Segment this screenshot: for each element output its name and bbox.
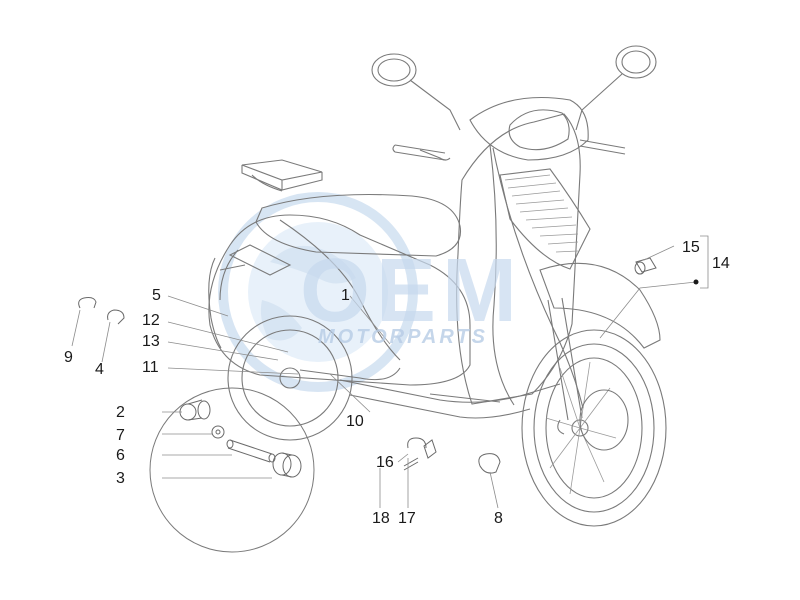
part-label-2: 2 xyxy=(116,404,125,421)
detail-circle xyxy=(149,387,315,553)
leader-14 xyxy=(599,281,697,339)
part-16-clamp xyxy=(407,437,427,449)
part-label-8: 8 xyxy=(494,510,503,527)
part-label-11: 11 xyxy=(142,359,159,376)
leader-15 xyxy=(643,245,675,261)
leader-4 xyxy=(101,321,111,363)
leader-dot-14 xyxy=(693,279,699,285)
leader-12 xyxy=(167,321,289,353)
part-label-15: 15 xyxy=(682,239,700,256)
part-4-clip xyxy=(107,309,125,325)
part-label-1: 1 xyxy=(341,287,350,304)
front-grille xyxy=(499,168,591,270)
leader-16 xyxy=(397,453,409,463)
headset xyxy=(469,96,589,161)
part-label-17: 17 xyxy=(398,510,416,527)
left-handlebar xyxy=(392,144,446,161)
part-label-13: 13 xyxy=(142,333,160,350)
leader-5 xyxy=(167,295,229,317)
front-fork xyxy=(547,297,583,421)
leader-9 xyxy=(71,309,81,347)
bracket-14-15 xyxy=(700,235,709,289)
part-label-4: 4 xyxy=(95,361,104,378)
rear-light xyxy=(228,244,292,276)
rear-carrier xyxy=(241,159,323,191)
rear-mudguard xyxy=(208,257,222,349)
brake-cable xyxy=(489,144,515,406)
part-label-12: 12 xyxy=(142,312,160,329)
left-mirror xyxy=(371,53,417,87)
hub-parts-detail xyxy=(179,399,302,478)
right-mirror xyxy=(615,45,657,79)
right-handlebar xyxy=(579,139,626,155)
watermark-brand: OEM xyxy=(300,241,524,341)
part-18-screw xyxy=(403,457,419,471)
part-label-14: 14 xyxy=(712,255,730,272)
part-label-10: 10 xyxy=(346,413,364,430)
watermark-tagline: MOTORPARTS xyxy=(318,326,489,348)
part-label-18: 18 xyxy=(372,510,390,527)
headlight xyxy=(508,109,570,151)
rear-brake-cable xyxy=(279,219,401,361)
leader-13 xyxy=(167,341,279,361)
rear-body xyxy=(208,214,471,386)
part-label-5: 5 xyxy=(152,287,161,304)
part-label-16: 16 xyxy=(376,454,394,471)
front-mudguard xyxy=(539,262,661,349)
part-label-3: 3 xyxy=(116,470,125,487)
leg-shield xyxy=(456,113,581,405)
front-wheel xyxy=(521,329,667,527)
part-15-plug xyxy=(635,257,657,273)
part-label-6: 6 xyxy=(116,447,125,464)
leader-8 xyxy=(489,471,499,509)
part-8-clamp xyxy=(478,453,501,474)
part-9-clip xyxy=(78,297,97,309)
rear-wheel xyxy=(227,315,353,441)
leader-10 xyxy=(329,373,371,413)
leader-11 xyxy=(167,367,299,375)
part-label-7: 7 xyxy=(116,427,125,444)
part-label-9: 9 xyxy=(64,349,73,366)
speedometer-cable xyxy=(492,147,584,409)
part-17-plate xyxy=(423,439,437,459)
leader-1 xyxy=(349,295,391,345)
